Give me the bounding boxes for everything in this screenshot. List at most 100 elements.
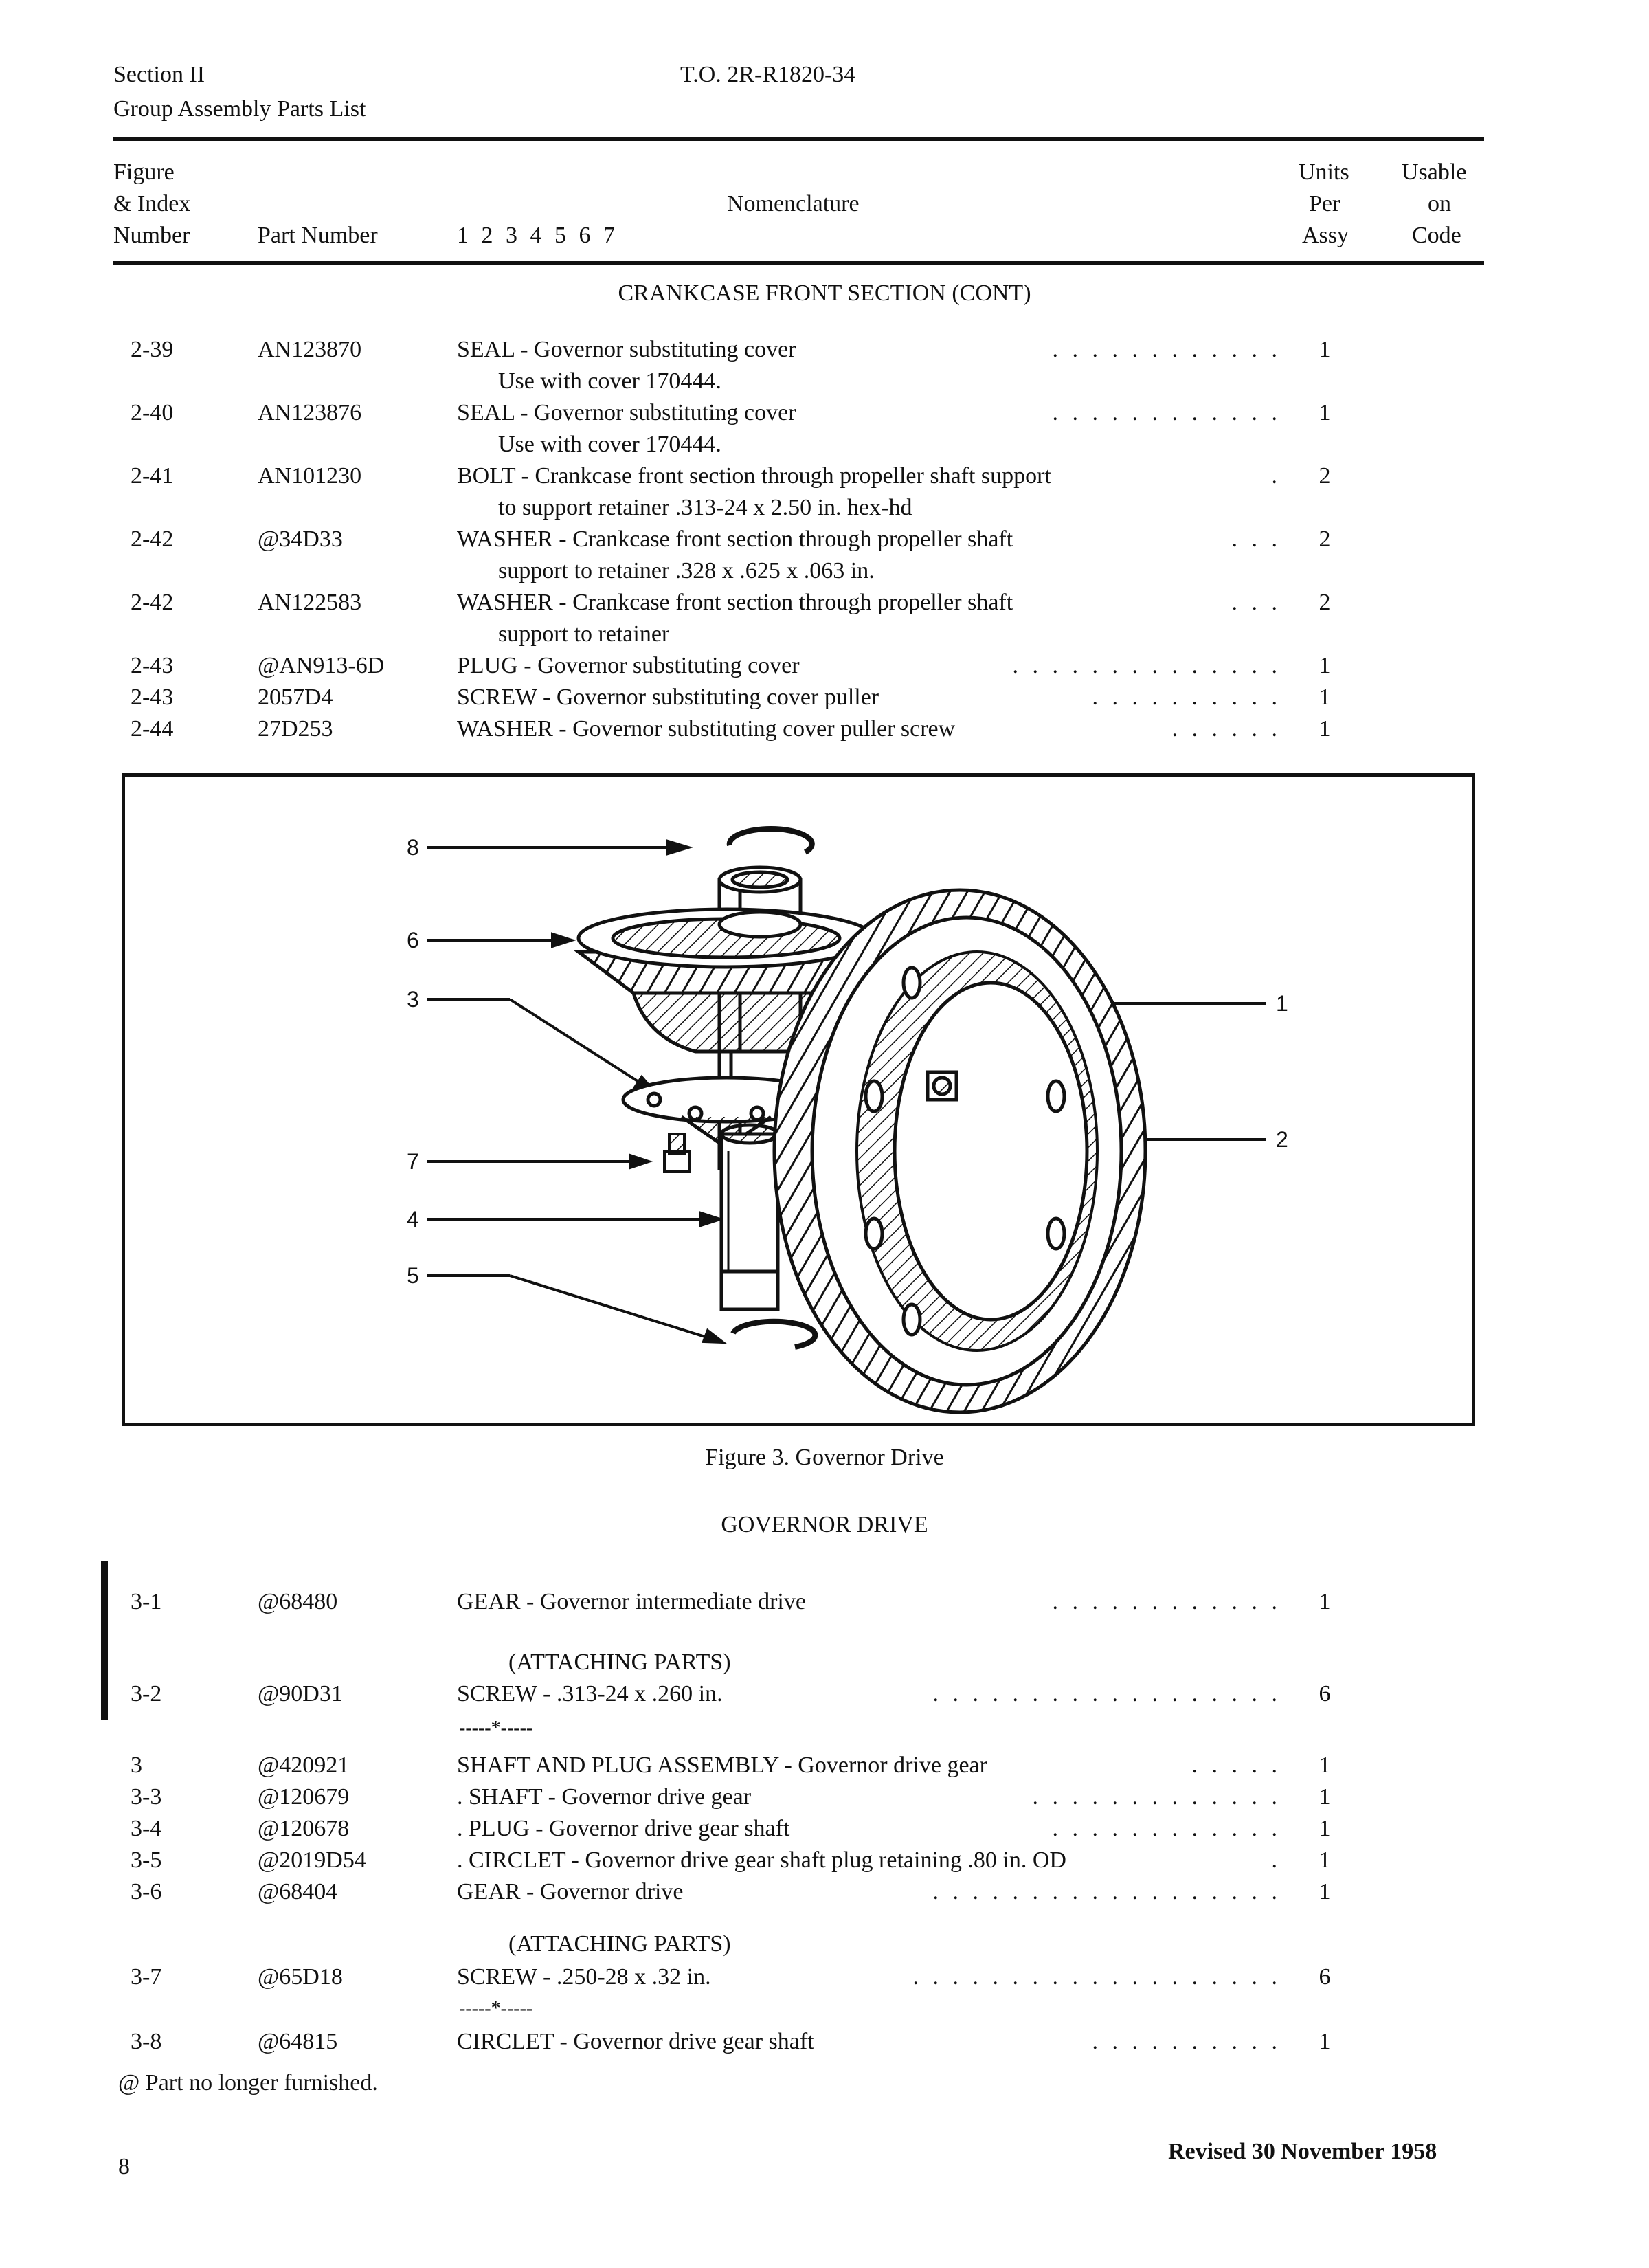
part-number: 27D253 (258, 716, 333, 742)
callout-1: 1 (1276, 991, 1288, 1016)
leader-dots: . . . (1231, 590, 1281, 615)
figure-index: 3-2 (131, 1681, 162, 1706)
callout-8: 8 (407, 835, 419, 860)
units-per-assy: 2 (1319, 526, 1331, 552)
nomenclature-continuation: support to retainer (498, 621, 670, 647)
figure-index: 2-43 (131, 685, 174, 710)
figure-index: 3-8 (131, 2029, 162, 2054)
callout-3: 3 (407, 987, 419, 1012)
section-label: Section II (113, 62, 205, 87)
header-top-rule (113, 137, 1484, 141)
part-number: AN101230 (258, 463, 362, 489)
nomenclature: WASHER - Crankcase front section through… (457, 590, 1013, 615)
nomenclature: GEAR - Governor intermediate drive (457, 1589, 806, 1614)
nomenclature: GEAR - Governor drive (457, 1879, 684, 1904)
part-number: @68404 (258, 1879, 338, 1904)
part-number: @90D31 (258, 1681, 343, 1706)
col-nomenclature: Nomenclature (727, 191, 860, 216)
col-units-1: Units (1299, 159, 1349, 185)
table-row: 2-42 AN122583 WASHER - Crankcase front sec… (0, 590, 1649, 647)
col-part-number: Part Number (258, 223, 378, 248)
units-per-assy: 1 (1319, 400, 1331, 425)
nomenclature-continuation: support to retainer .328 x .625 x .063 i… (498, 558, 875, 583)
units-per-assy: 2 (1319, 463, 1331, 489)
units-per-assy: 1 (1319, 653, 1331, 678)
figure-index: 2-42 (131, 526, 174, 552)
col-figure-1: Figure (113, 159, 175, 185)
figure-caption: Figure 3. Governor Drive (705, 1445, 944, 1470)
part-number: @65D18 (258, 1964, 343, 1990)
nomenclature: SHAFT AND PLUG ASSEMBLY - Governor drive… (457, 1753, 987, 1778)
revision-date: Revised 30 November 1958 (1168, 2139, 1437, 2164)
figure-index: 2-42 (131, 590, 174, 615)
governor-drive-gear-shape (573, 865, 879, 1170)
nomenclature: . SHAFT - Governor drive gear (457, 1784, 752, 1810)
callout-6: 6 (407, 928, 419, 953)
col-figure-2: & Index (113, 191, 191, 216)
circlet-8-shape (726, 825, 815, 855)
attaching-parts-separator: -----*----- (459, 1717, 533, 1739)
part-number: @68480 (258, 1589, 338, 1614)
leader-dots: . . . . . . . . . . . . (1052, 1589, 1281, 1614)
callout-4: 4 (407, 1207, 419, 1232)
part-number: @2019D54 (258, 1847, 366, 1873)
leader-dots: . . . . . . . . . . . . . . (1012, 653, 1281, 678)
header-bottom-rule (113, 261, 1484, 265)
governor-drive-illustration: 8 6 3 7 4 5 1 2 (407, 825, 1288, 1414)
callout-2: 2 (1276, 1127, 1288, 1152)
units-per-assy: 6 (1319, 1964, 1331, 1990)
table-row: 3-3@120679. SHAFT - Governor drive gear.… (0, 1784, 1649, 1816)
intermediate-gear-shape (772, 888, 1147, 1414)
nomenclature-continuation: Use with cover 170444. (498, 432, 721, 457)
figure-index: 3-5 (131, 1847, 162, 1873)
leader-dots: . (1271, 1847, 1281, 1873)
nomenclature: . CIRCLET - Governor drive gear shaft pl… (457, 1847, 1066, 1873)
col-usable-1: Usable (1402, 159, 1467, 185)
units-per-assy: 6 (1319, 1681, 1331, 1706)
nomenclature: SCREW - .313-24 x .260 in. (457, 1681, 723, 1706)
change-bar (101, 1561, 108, 1720)
leader-dots: . . . . . . . . . . . . . . . . . . (932, 1681, 1281, 1706)
nomenclature: SCREW - .250-28 x .32 in. (457, 1964, 711, 1990)
attaching-parts-label: (ATTACHING PARTS) (508, 1649, 731, 1675)
part-number: AN123876 (258, 400, 362, 425)
col-usable-2: on (1428, 191, 1451, 216)
nomenclature: SEAL - Governor substituting cover (457, 337, 796, 362)
units-per-assy: 1 (1319, 1816, 1331, 1841)
leader-dots: . . . . . . . . . . . . (1052, 400, 1281, 425)
figure-index: 3-6 (131, 1879, 162, 1904)
figure-index: 3-4 (131, 1816, 162, 1841)
attaching-parts-label: (ATTACHING PARTS) (508, 1931, 731, 1957)
nomenclature: BOLT - Crankcase front section through p… (457, 463, 1051, 489)
circlet-5-shape (730, 1318, 818, 1350)
part-number: @34D33 (258, 526, 343, 552)
figure-index: 2-44 (131, 716, 174, 742)
part-number: @120679 (258, 1784, 350, 1810)
units-per-assy: 1 (1319, 1847, 1331, 1873)
plug-4-shape (719, 1123, 780, 1311)
figure-index: 3-3 (131, 1784, 162, 1810)
callout-5: 5 (407, 1263, 419, 1288)
screw-7-shape (663, 1133, 691, 1173)
leader-dots: . . . . . . . . . . (1092, 685, 1281, 710)
part-number: AN122583 (258, 590, 362, 615)
figure-frame: 8 6 3 7 4 5 1 2 (122, 773, 1475, 1426)
figure-index: 3 (131, 1753, 142, 1778)
callout-7: 7 (407, 1149, 419, 1174)
attaching-parts-separator: -----*----- (459, 1998, 533, 2019)
units-per-assy: 1 (1319, 1784, 1331, 1810)
page-number: 8 (118, 2154, 130, 2179)
units-per-assy: 2 (1319, 590, 1331, 615)
leader-dots: . (1271, 463, 1281, 489)
units-per-assy: 1 (1319, 685, 1331, 710)
figure-index: 2-43 (131, 653, 174, 678)
